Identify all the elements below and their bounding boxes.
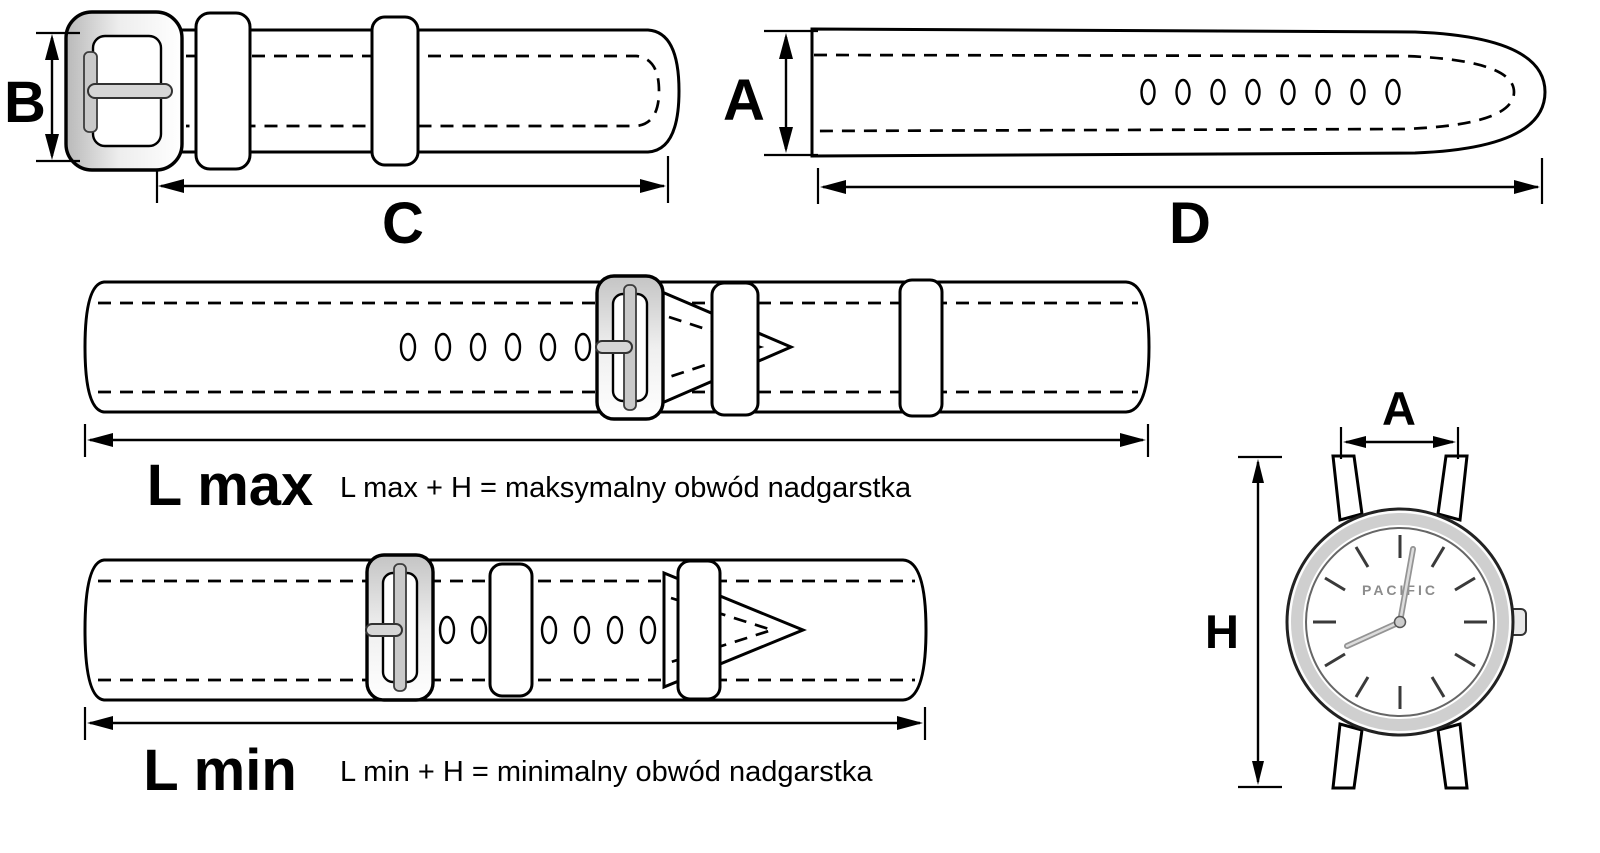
dim-B: B <box>4 31 80 163</box>
dim-A-watch: A <box>1339 382 1460 459</box>
tail-piece-figure <box>810 27 1547 158</box>
d-label: D <box>1169 191 1211 256</box>
a-label: A <box>723 68 765 133</box>
l-min-formula: L min + H = minimalny obwód nadgarstka <box>340 756 873 788</box>
lug <box>1331 454 1364 522</box>
lug <box>1331 722 1364 790</box>
keeper-loop <box>676 559 722 701</box>
watch-figure: PACIFIC <box>1285 454 1527 790</box>
hour-markers <box>1313 535 1487 709</box>
buckle-prong <box>87 83 173 99</box>
dim-l-min: L min L min + H = minimalny obwód nadgar… <box>83 707 927 803</box>
l-min-label: L min <box>143 738 297 803</box>
l-min-figure <box>83 553 928 702</box>
keeper-loop <box>710 281 760 417</box>
stitching <box>186 54 661 128</box>
hands-pivot <box>1393 615 1407 629</box>
l-max-formula: L max + H = maksymalny obwód nadgarstka <box>340 472 912 504</box>
dim-l-max: L max L max + H = maksymalny obwód nadga… <box>83 424 1150 518</box>
strap-holes <box>399 332 592 362</box>
keeper-loop <box>898 278 944 418</box>
lug <box>1436 454 1469 522</box>
keeper-loop <box>488 562 534 698</box>
dim-H: H <box>1205 455 1282 789</box>
strap-holes <box>1140 78 1401 106</box>
buckle-piece-figure <box>64 10 681 172</box>
buckle-prong <box>365 623 403 637</box>
stitching <box>813 53 1516 133</box>
keeper-loop <box>194 11 252 171</box>
buckle-prong <box>595 340 633 354</box>
b-label: B <box>4 70 46 135</box>
dim-A-tail: A <box>723 29 818 157</box>
watch-a-label: A <box>1382 382 1416 435</box>
dim-D: D <box>816 158 1544 256</box>
keeper-loop <box>370 15 420 167</box>
strap-holes <box>438 615 657 645</box>
watch-h-label: H <box>1205 605 1239 658</box>
l-max-figure <box>83 274 1151 421</box>
watch-brand: PACIFIC <box>1362 582 1438 598</box>
dim-C: C <box>155 156 670 256</box>
l-max-label: L max <box>147 453 314 518</box>
c-label: C <box>382 191 424 256</box>
tip-stitching <box>668 315 765 379</box>
lug <box>1436 722 1469 790</box>
